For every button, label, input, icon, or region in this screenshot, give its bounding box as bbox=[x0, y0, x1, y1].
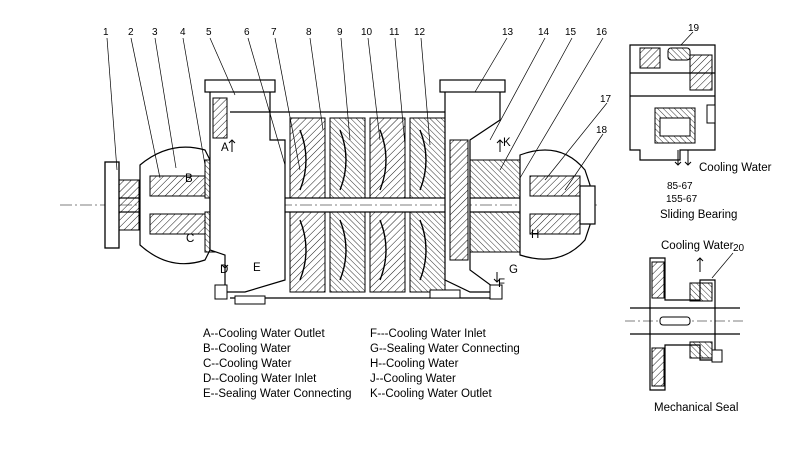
main-pump-section bbox=[60, 79, 600, 305]
mechanical-seal-detail bbox=[625, 257, 745, 391]
callout-18: 18 bbox=[596, 125, 608, 136]
discharge-flange bbox=[439, 79, 506, 93]
left-bearing-housing bbox=[139, 146, 211, 265]
legend-left-column: A--Cooling Water Outlet B--Cooling Water… bbox=[203, 327, 352, 402]
callout-11: 11 bbox=[389, 27, 400, 38]
callout-9: 9 bbox=[337, 27, 343, 38]
port-b: B bbox=[185, 173, 193, 185]
port-g: G bbox=[509, 264, 518, 276]
port-a: A bbox=[221, 142, 229, 154]
callout-6: 6 bbox=[244, 27, 250, 38]
callout-19: 19 bbox=[688, 23, 700, 34]
callout-12: 12 bbox=[414, 27, 426, 38]
port-c: C bbox=[186, 233, 194, 245]
leader-lines bbox=[106, 31, 734, 279]
callout-15: 15 bbox=[565, 27, 577, 38]
sliding-bearing-detail bbox=[629, 44, 716, 166]
legend-right-column: F---Cooling Water Inlet G--Sealing Water… bbox=[370, 327, 520, 402]
callout-4: 4 bbox=[180, 27, 186, 38]
impeller-stages bbox=[289, 117, 446, 293]
port-k: K bbox=[503, 137, 511, 149]
right-seal-chamber bbox=[469, 159, 526, 199]
seal-cooling-water-label: Cooling Water bbox=[661, 240, 734, 252]
callout-8: 8 bbox=[306, 27, 312, 38]
legend-item: B--Cooling Water bbox=[203, 343, 291, 355]
callout-13: 13 bbox=[502, 27, 514, 38]
callout-17: 17 bbox=[600, 94, 612, 105]
legend-item: H--Cooling Water bbox=[370, 358, 459, 370]
legend-item: E--Sealing Water Connecting bbox=[203, 388, 352, 400]
callout-3: 3 bbox=[152, 27, 158, 38]
callout-numbers: 1 2 3 4 5 6 7 8 9 10 11 12 13 14 15 16 1… bbox=[103, 27, 612, 136]
legend-item: C--Cooling Water bbox=[203, 358, 292, 370]
port-d: D bbox=[220, 264, 228, 276]
callout-5: 5 bbox=[206, 27, 212, 38]
port-e: E bbox=[253, 262, 261, 274]
legend-item: A--Cooling Water Outlet bbox=[203, 328, 325, 340]
port-f: F bbox=[498, 278, 505, 290]
legend-item: K--Cooling Water Outlet bbox=[370, 388, 492, 400]
sliding-bearing-caption: Sliding Bearing bbox=[660, 209, 737, 221]
end-cover bbox=[579, 185, 596, 225]
coupling-flange bbox=[104, 161, 120, 249]
bearing-dimension-2: 155-67 bbox=[666, 194, 698, 205]
callout-7: 7 bbox=[271, 27, 277, 38]
callout-20: 20 bbox=[733, 243, 745, 254]
bearing-dimension-1: 85-67 bbox=[667, 181, 693, 192]
legend-item: J--Cooling Water bbox=[370, 373, 456, 385]
mechanical-seal-caption: Mechanical Seal bbox=[654, 402, 738, 414]
callout-14: 14 bbox=[538, 27, 550, 38]
legend-item: G--Sealing Water Connecting bbox=[370, 343, 520, 355]
suction-section bbox=[209, 89, 286, 293]
legend-item: D--Cooling Water Inlet bbox=[203, 373, 317, 385]
legend-item: F---Cooling Water Inlet bbox=[370, 328, 486, 340]
callout-2: 2 bbox=[128, 27, 134, 38]
callout-16: 16 bbox=[596, 27, 608, 38]
port-h: H bbox=[531, 229, 539, 241]
callout-10: 10 bbox=[361, 27, 373, 38]
bearing-cooling-water-label: Cooling Water bbox=[699, 162, 772, 174]
callout-1: 1 bbox=[103, 27, 109, 38]
suction-flange bbox=[204, 79, 276, 93]
port-letters: A B C D E F G H K bbox=[185, 137, 539, 290]
